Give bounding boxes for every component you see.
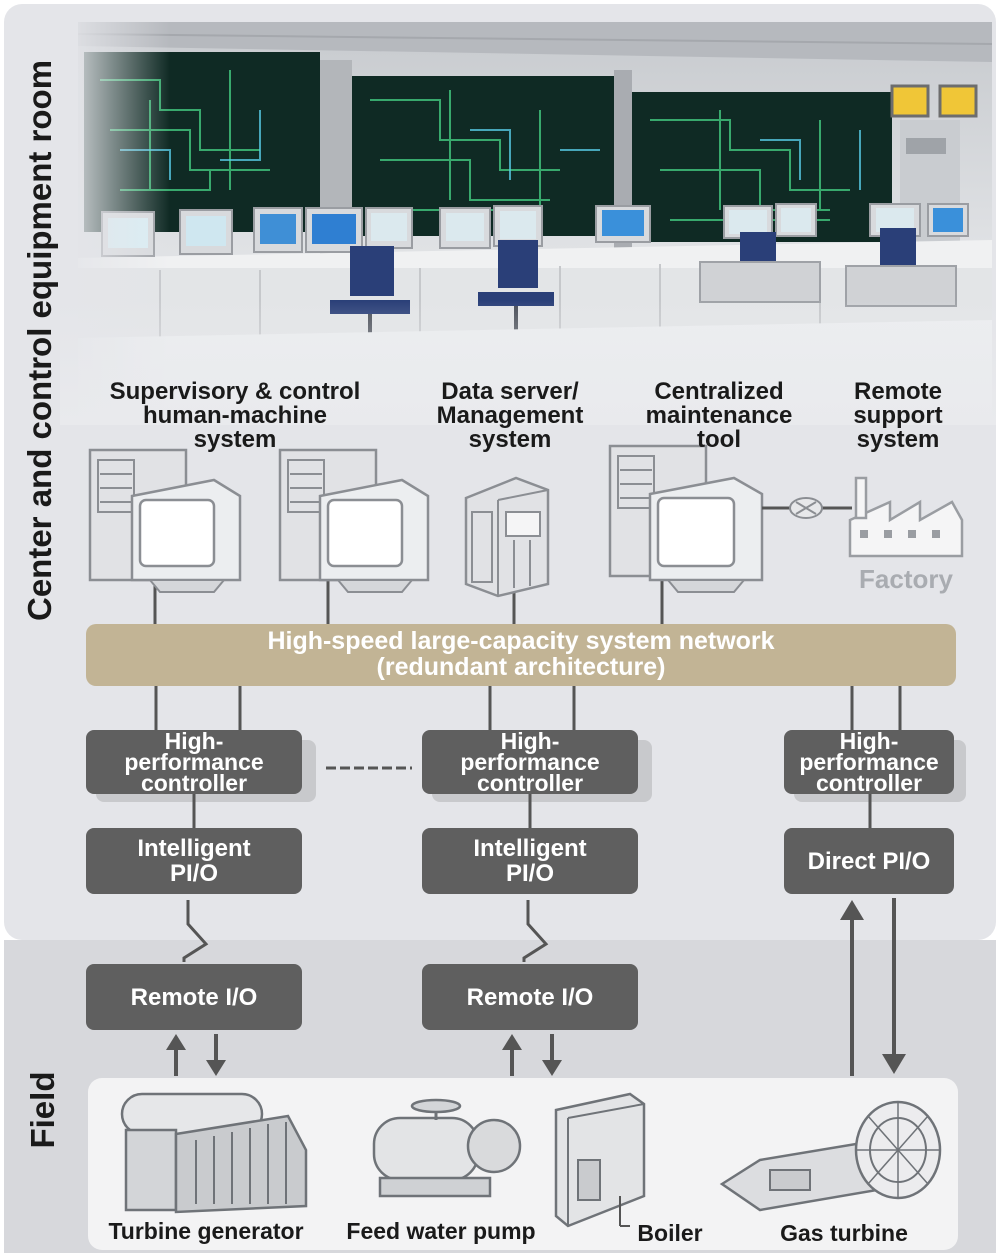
field-label-boiler: Boiler <box>637 1220 703 1246</box>
network-controller-links <box>154 686 902 730</box>
intelligent-pio-box-2 <box>422 828 638 894</box>
control-room-side-label: Center and control equipment room <box>21 59 58 621</box>
supervisory-workstation-2 <box>278 448 430 593</box>
supervisory-workstation <box>88 448 242 593</box>
remote-io-label-2: Remote I/O <box>466 983 594 1011</box>
controller-label-2: High- performance controller <box>460 727 600 796</box>
field-side-label: Field <box>24 1071 61 1149</box>
remote-io-box-2 <box>422 964 638 1030</box>
system-label-maintenance: Centralized maintenance tool <box>645 378 793 453</box>
direct-pio-label: Direct PI/O <box>807 847 931 875</box>
system-label-data-server: Data server/ Management system <box>436 378 584 453</box>
remote-io-label-1: Remote I/O <box>130 983 258 1011</box>
field-label-turbine-generator: Turbine generator <box>108 1218 304 1244</box>
control-room-photo <box>60 22 996 425</box>
remote-io-box-1 <box>86 964 302 1030</box>
field-label-feed-water-pump: Feed water pump <box>346 1218 536 1244</box>
remote-link <box>762 497 852 519</box>
system-label-supervisory: Supervisory & control human-machine syst… <box>109 378 361 453</box>
factory-label: Factory <box>859 564 953 594</box>
boiler-icon <box>554 1092 646 1228</box>
intelligent-pio-box-1 <box>86 828 302 894</box>
intelligent-pio-label-2: Intelligent PI/O <box>473 835 587 887</box>
controller-boxes <box>86 730 966 802</box>
field-label-gas-turbine: Gas turbine <box>780 1220 908 1246</box>
system-label-remote-support: Remote support system <box>853 378 943 453</box>
intelligent-pio-label-1: Intelligent PI/O <box>137 835 251 887</box>
system-network-bar <box>86 624 956 686</box>
gas-turbine-icon <box>719 1100 942 1212</box>
maintenance-workstation <box>608 444 764 593</box>
system-network-label: High-speed large-capacity system network… <box>267 627 775 681</box>
factory-icon <box>848 476 964 558</box>
controller-label-3: High- performance controller <box>799 727 939 796</box>
controller-label-1: High- performance controller <box>124 727 264 796</box>
turbine-generator-icon <box>120 1092 308 1214</box>
wireless-links <box>182 900 549 962</box>
direct-pio-box <box>784 828 954 894</box>
feed-water-pump-icon <box>372 1098 522 1198</box>
data-server-cabinet <box>464 476 550 598</box>
signal-arrows <box>166 898 906 1076</box>
